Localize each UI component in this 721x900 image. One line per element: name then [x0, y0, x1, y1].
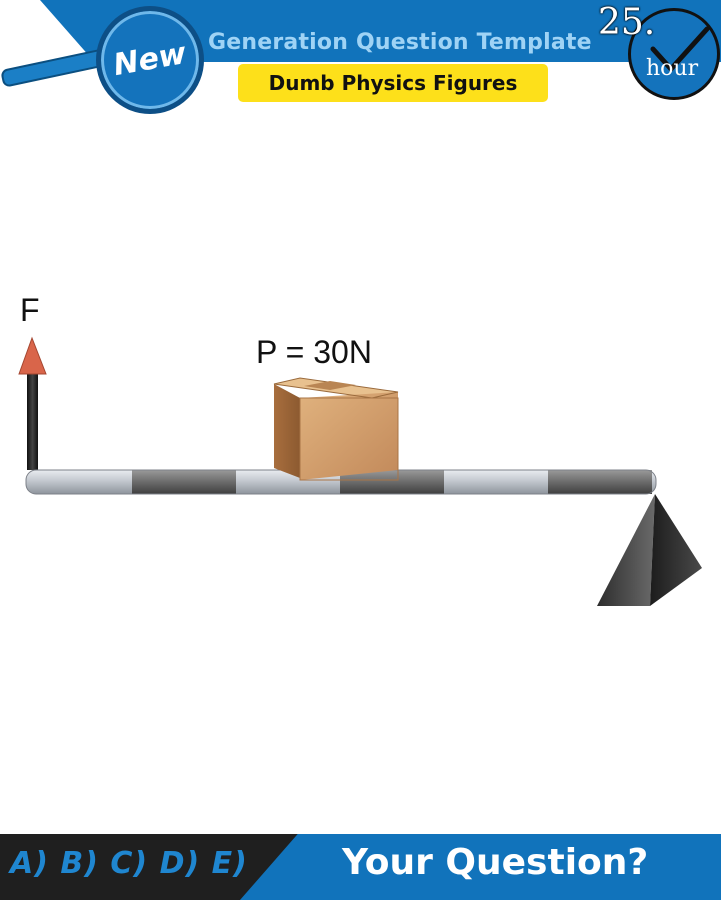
lever-diagram — [18, 336, 702, 606]
question-prompt: Your Question? — [342, 842, 649, 883]
clock-unit: hour — [646, 56, 699, 81]
lever-bar — [25, 469, 657, 495]
force-arrow-icon — [18, 336, 47, 470]
clock-icon — [628, 8, 720, 100]
answer-options: A) B) C) D) E) — [10, 846, 248, 881]
checkmark-icon — [650, 26, 710, 72]
magnifier-icon: New — [96, 6, 204, 114]
pyramid-support-icon — [597, 494, 702, 606]
load-label: P = 30N — [256, 334, 372, 370]
subtitle-text: Dumb Physics Figures — [268, 71, 518, 95]
force-label: F — [20, 292, 40, 328]
footer-question-band — [240, 834, 721, 900]
cardboard-box-icon — [273, 377, 399, 481]
header-title: Generation Question Template — [208, 30, 592, 55]
subtitle-badge: Dumb Physics Figures — [238, 64, 548, 102]
clock-number: 25. — [598, 2, 656, 43]
